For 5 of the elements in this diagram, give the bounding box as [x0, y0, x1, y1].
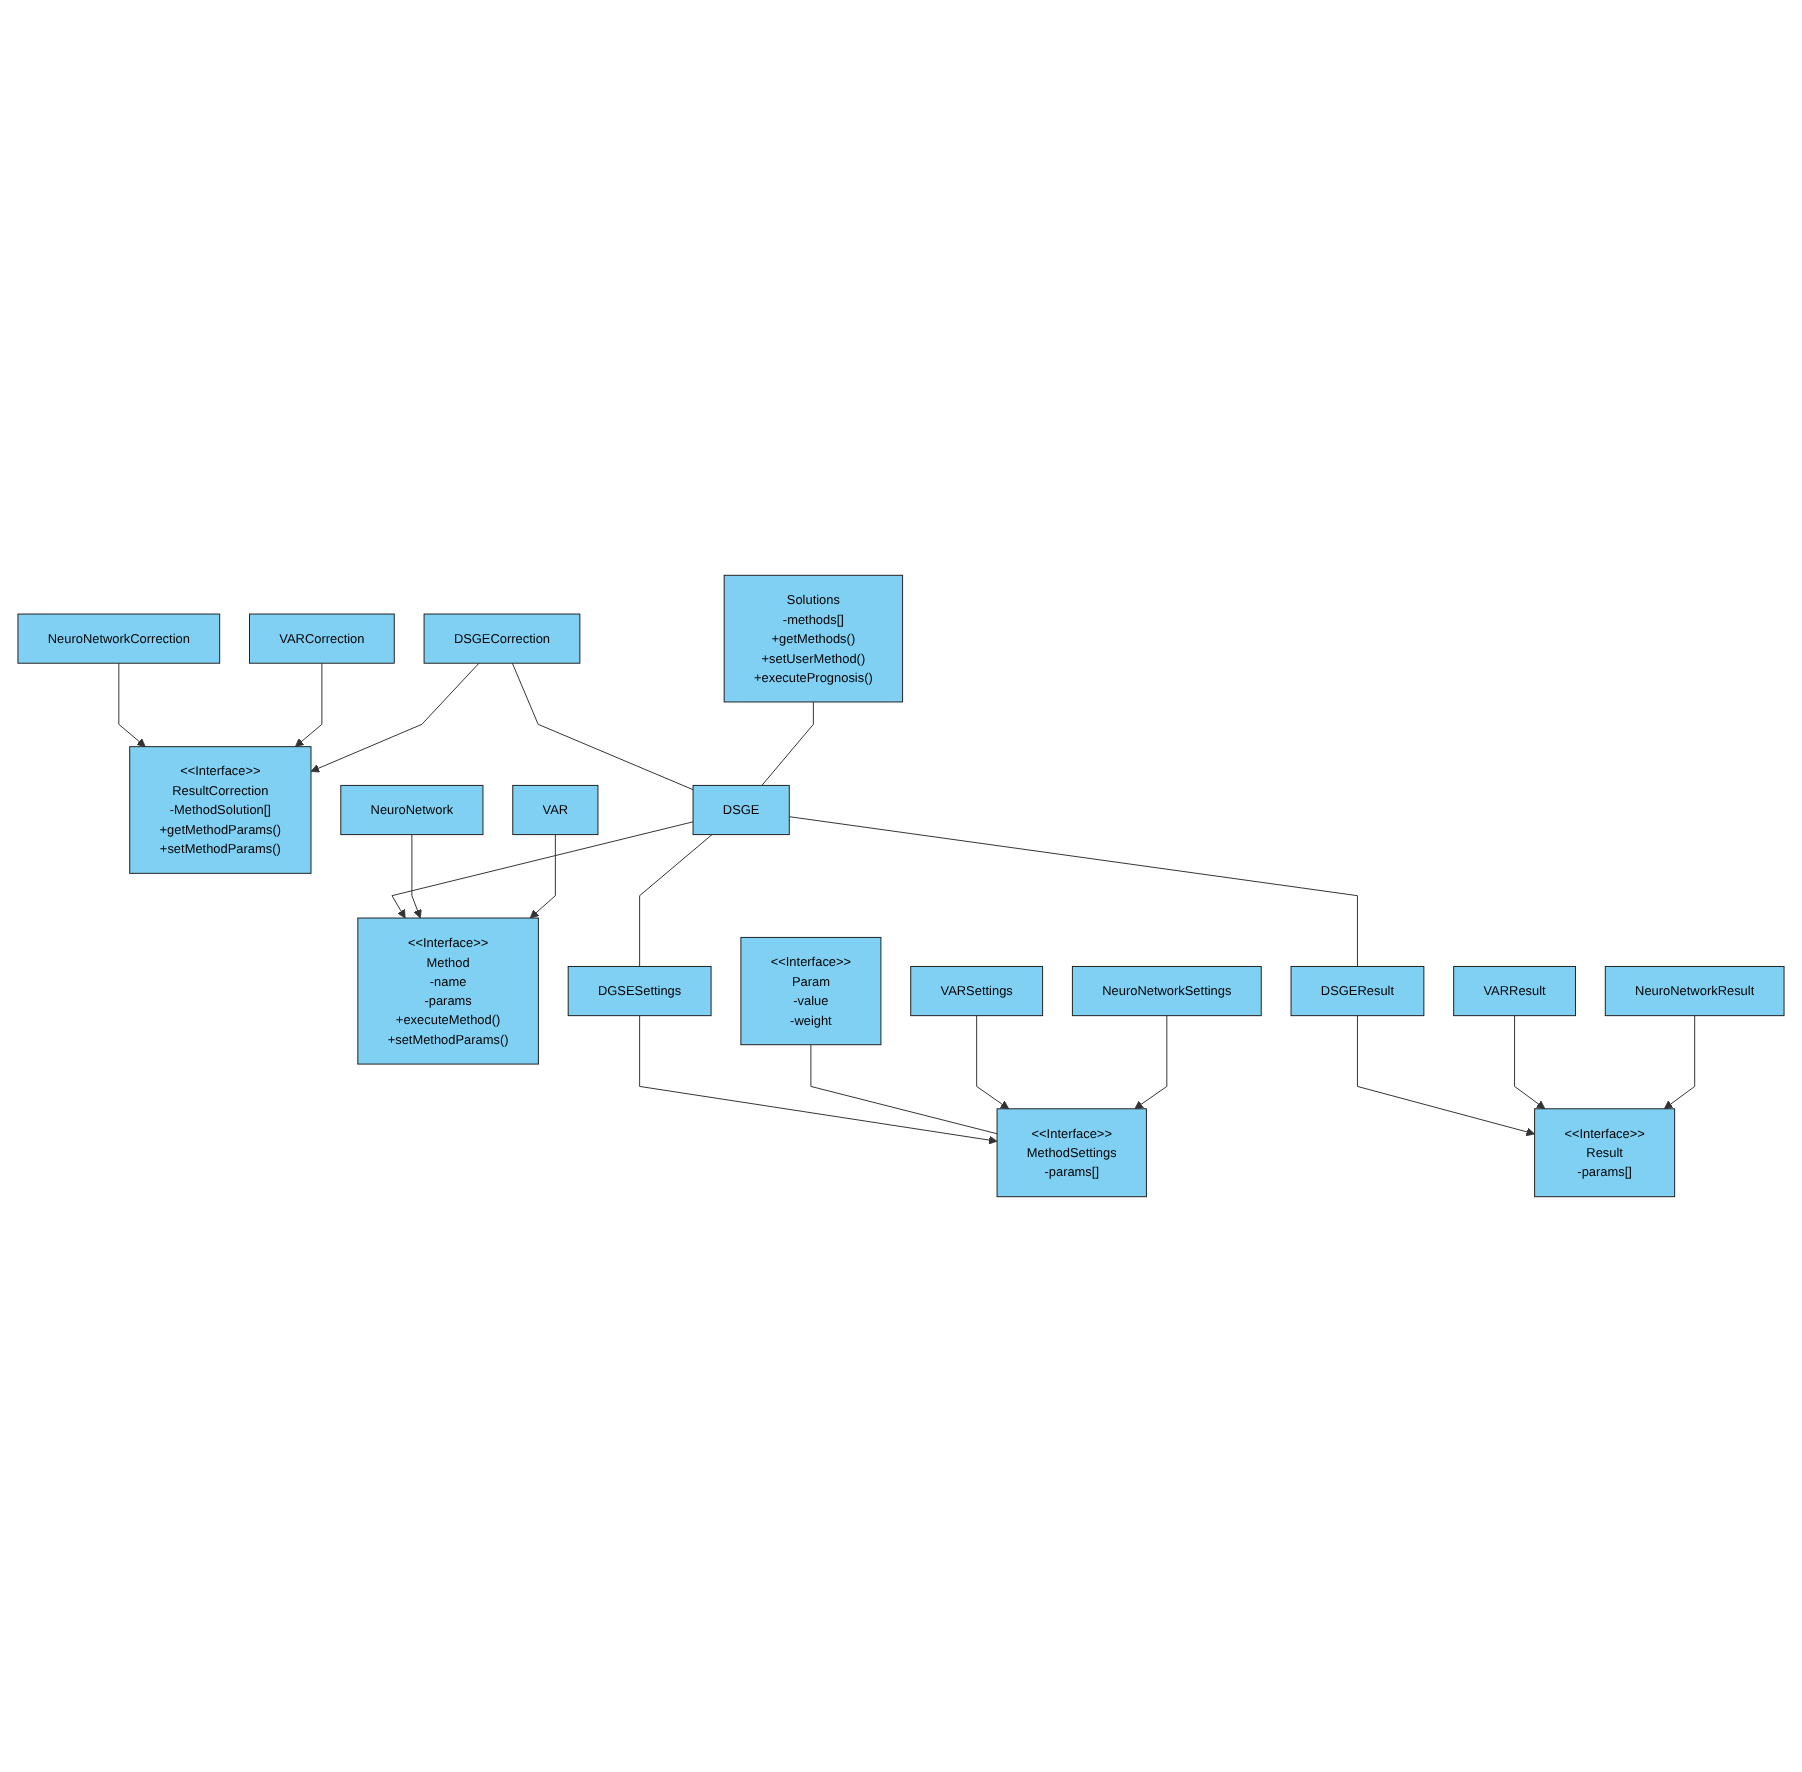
connector [810, 1044, 998, 1135]
connector [788, 816, 1358, 967]
connector [639, 834, 713, 967]
connector [761, 701, 814, 786]
connector [511, 662, 694, 791]
